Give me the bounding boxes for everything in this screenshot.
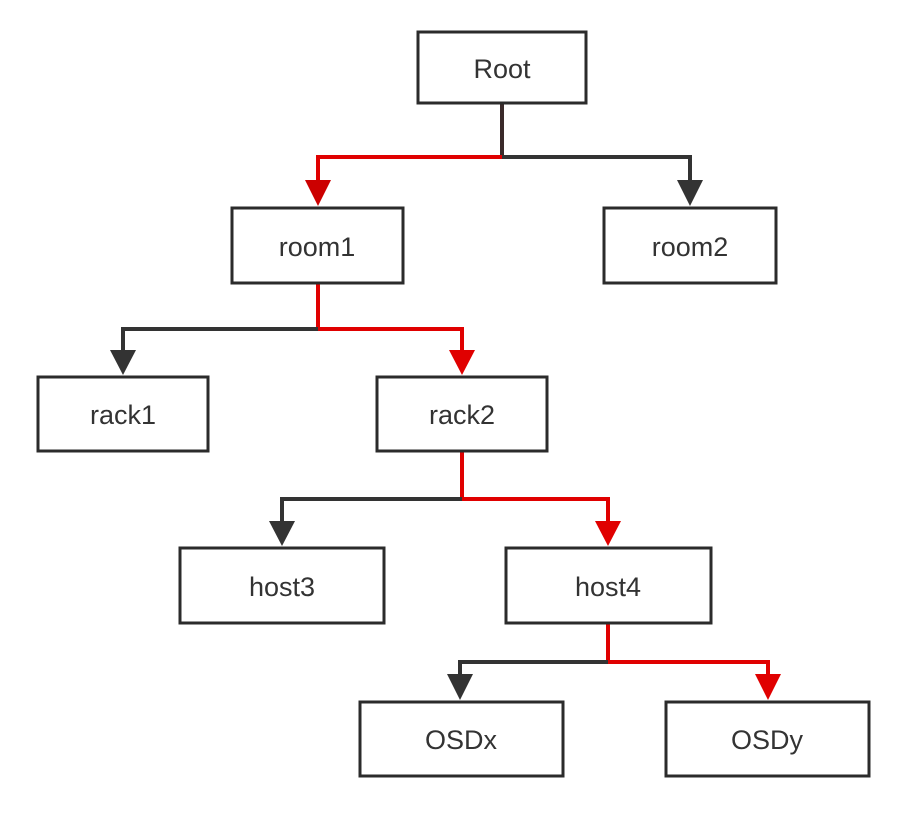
arrow-head-osdy-icon [755,674,781,700]
node-room1: room1 [230,206,405,285]
arrow-head-osdx-icon [447,674,473,700]
arrow-head-rack1-icon [110,350,136,375]
arrow-head-rack2-icon [449,350,475,375]
node-host3-label: host3 [249,572,315,602]
node-osdy: OSDy [664,700,871,778]
arrow-head-host4-icon [595,521,621,546]
arrow-head-room1-icon [305,180,331,206]
node-room1-label: room1 [279,232,356,262]
node-host3: host3 [178,546,386,625]
edge-room1-to-rack2 [318,327,464,356]
arrow-head-host3-icon [269,521,295,546]
edge-rack2-to-host3 [280,497,462,527]
arrow-head-room2-icon [677,180,703,206]
node-osdx: OSDx [358,700,565,778]
node-host4: host4 [504,546,713,625]
node-room2: room2 [602,206,778,285]
node-rack2: rack2 [375,375,549,453]
node-osdx-label: OSDx [425,725,498,755]
node-rack1: rack1 [36,375,210,453]
node-root: Root [416,30,588,105]
edge-host4-to-osdy [608,660,770,680]
node-rack1-label: rack1 [90,400,156,430]
edge-rack2-to-host4 [462,497,610,527]
node-rack2-label: rack2 [429,400,495,430]
edge-root-to-room2 [502,155,692,186]
edge-room1-to-rack1 [121,327,318,356]
edge-host4-to-osdx [458,660,608,680]
node-osdy-label: OSDy [731,725,804,755]
edge-root-to-room1 [316,155,502,186]
node-room2-label: room2 [652,232,729,262]
node-host4-label: host4 [575,572,641,602]
node-root-label: Root [473,54,531,84]
